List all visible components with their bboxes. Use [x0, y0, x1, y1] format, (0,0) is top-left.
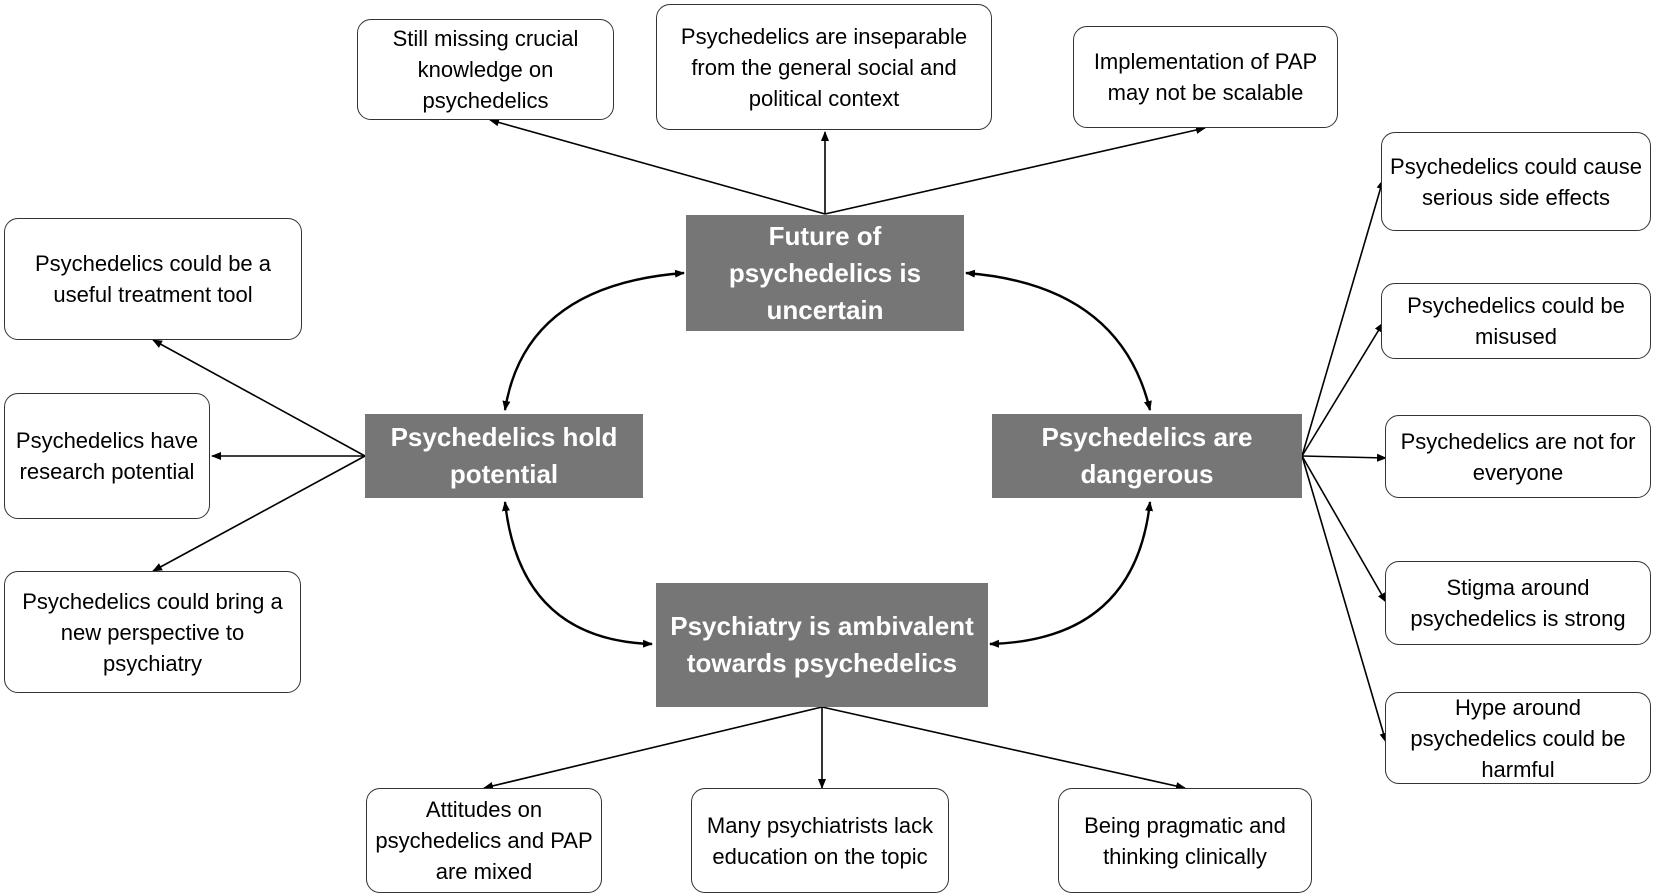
- curve-potential-ambivalent: [502, 501, 653, 648]
- subtheme-useful-treatment-tool: Psychedelics could be a useful treatment…: [4, 218, 302, 340]
- arrow-future-to-scalability: [824, 126, 1206, 215]
- subtheme-pap-not-scalable: Implementation of PAP may not be scalabl…: [1073, 26, 1338, 128]
- arrow-future-to-missing-knowledge: [489, 118, 826, 215]
- subtheme-serious-side-effects: Psychedelics could cause serious side ef…: [1381, 132, 1651, 231]
- subtheme-not-for-everyone: Psychedelics are not for everyone: [1385, 415, 1651, 498]
- theme-psychiatry-ambivalent: Psychiatry is ambivalent towards psyched…: [656, 583, 988, 707]
- subtheme-stigma-strong: Stigma around psychedelics is strong: [1385, 561, 1651, 645]
- arrow-dangerous-to-side-effects: [1301, 179, 1385, 457]
- subtheme-missing-knowledge: Still missing crucial knowledge on psych…: [357, 19, 614, 120]
- subtheme-hype-harmful: Hype around psychedelics could be harmfu…: [1385, 692, 1651, 784]
- theme-hold-potential: Psychedelics hold potential: [365, 414, 643, 498]
- arrow-ambivalent-to-attitudes: [483, 706, 823, 790]
- subtheme-pragmatic-clinical: Being pragmatic and thinking clinically: [1058, 788, 1312, 893]
- theme-future-uncertain: Future of psychedelics is uncertain: [686, 215, 964, 331]
- subtheme-attitudes-mixed: Attitudes on psychedelics and PAP are mi…: [366, 788, 602, 893]
- theme-are-dangerous: Psychedelics are dangerous: [992, 414, 1302, 498]
- arrow-potential-to-treatment-tool: [152, 339, 366, 457]
- subtheme-lack-education: Many psychiatrists lack education on the…: [691, 788, 949, 893]
- arrow-ambivalent-to-pragmatic: [821, 706, 1186, 790]
- arrow-dangerous-to-hype: [1301, 455, 1388, 743]
- subtheme-social-political-context: Psychedelics are inseparable from the ge…: [656, 4, 992, 130]
- arrow-dangerous-to-misused: [1301, 322, 1384, 457]
- subtheme-new-perspective: Psychedelics could bring a new perspecti…: [4, 571, 301, 693]
- subtheme-research-potential: Psychedelics have research potential: [4, 393, 210, 519]
- curve-future-potential: [502, 269, 685, 411]
- arrow-dangerous-to-stigma: [1301, 455, 1387, 603]
- arrow-potential-to-new-perspective: [152, 455, 366, 572]
- arrow-dangerous-to-not-for-everyone: [1301, 453, 1387, 462]
- curve-dangerous-ambivalent: [989, 501, 1153, 648]
- subtheme-could-be-misused: Psychedelics could be misused: [1381, 283, 1651, 359]
- curve-future-dangerous: [965, 269, 1152, 411]
